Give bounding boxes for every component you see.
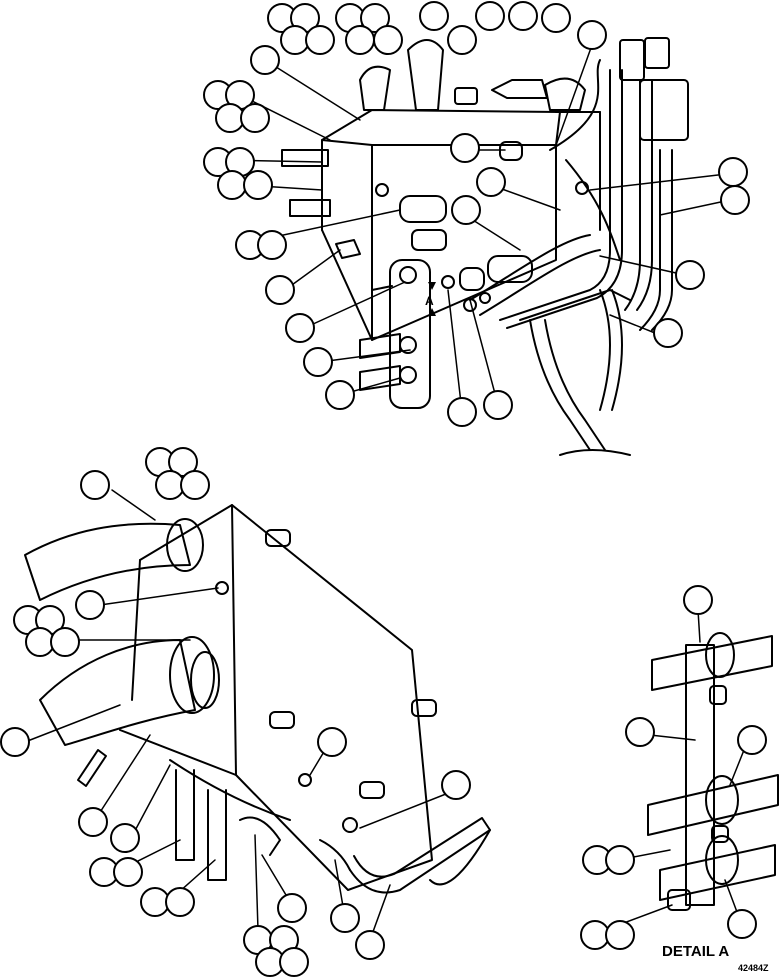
lower-valve-assembly [24,504,491,894]
valve-block-large [231,504,433,891]
valve-block [321,109,561,146]
pipe [659,844,776,901]
leader-lines [24,44,747,941]
view-marker-label: A [425,294,434,308]
detail-a-caption: DETAIL A [662,943,730,960]
drawing-number: 42484Z [738,963,769,973]
detail-a-outline [389,259,431,409]
clamp-bar [685,644,715,906]
callout-bubbles [0,1,767,977]
view-marker [428,282,436,316]
large-hose [39,639,196,746]
large-hose [24,522,191,601]
elbow-fitting [359,65,391,111]
hose [289,199,331,217]
elbow-fitting [407,39,444,111]
pipe [549,59,601,151]
upper-valve-assembly [281,37,689,456]
detail-a-view [647,632,779,911]
